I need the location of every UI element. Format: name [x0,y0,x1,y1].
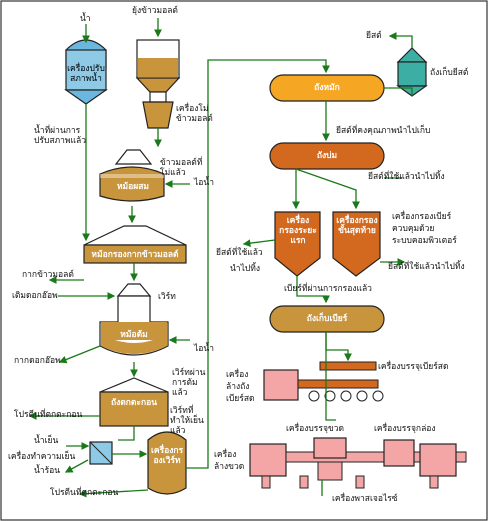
label-keg-washer-2: ล้างถัง [226,382,250,392]
label-quality-yeast: ยีสต์ที่คงคุณภาพนำไปเก็บ [336,126,431,136]
label-used-yeast-3: ยีสต์ที่ใช้แล้วนำไปทิ้ง [388,262,465,272]
label-fermenter: ถังหมัก [314,83,340,93]
label-used-yeast-2b: นำไปทิ้ง [230,264,261,274]
label-sediment-tank: ถังตกตะกอน [110,398,158,408]
label-malt-silo: ยุ้งข้าวมอลต์ [132,6,178,16]
label-spent-grain: กากข้าวมอลต์ [22,270,74,280]
label-cold-water: น้ำเย็น [34,436,59,446]
label-water-treatment: เครื่องปรับสภาพน้ำ [67,64,105,84]
wort-filter [147,431,187,495]
lauter-tun [83,225,187,264]
beer-storage-tank [269,305,385,333]
label-beer-storage: ถังเก็บเบียร์ [306,314,348,324]
water-treatment-tank [64,39,108,105]
label-milled-malt: ข้าวมอลต์ที่โม่แล้ว [160,158,203,178]
label-keg-filler: เครื่องบรรจุเบียร์สด [378,362,449,372]
bottling-line [249,437,467,489]
sediment-tank [99,377,169,427]
label-spent-hops: กากดอกฮ๊อพ [14,356,61,366]
label-water: น้ำ [80,14,91,24]
label-lauter-tun: หม้อกรองกากข้าวมอลต์ [91,250,179,260]
maturation-tank [269,142,385,170]
label-final-filter-note-3: ระบบคอมพิวเตอร์ [392,236,457,246]
label-bottle-washer-2: ล้างขวด [214,462,245,472]
label-mash-tun: หม้อผสม [116,182,150,192]
label-treated-water: น้ำที่ผ่านการปรับสภาพแล้ว [34,126,86,146]
label-steam-1: ไอน้ำ [194,178,214,188]
label-final-filter-note-2: ควบคุมด้วย [392,224,435,234]
label-protein-sediment-1: โปรตีนที่ตกตะกอน [14,410,83,420]
label-wort-kettle: หม้อต้ม [120,330,148,340]
label-final-filter-note-1: เครื่องกรองเบียร์ [392,212,452,222]
label-keg-washer-3: เบียร์สด [226,394,255,404]
label-yeast-tank: ถังเก็บยีสต์ [430,68,469,78]
label-pasteurizer: เครื่องพาสเจอไรซ์ [332,494,398,504]
label-filtered-beer: เบียร์ที่ผ่านการกรองแล้ว [284,284,372,294]
label-add-hops: เติมดอกฮ๊อพ [12,291,58,301]
label-malt-mill: เครื่องโม่ข้าวมอลต์ [176,104,213,124]
mash-tun [99,149,165,202]
fine-filter-unit [332,211,381,277]
label-yeast: ยีสต์ [366,31,382,41]
label-coarse-filter: เครื่องกรองระยะแรก [279,216,317,246]
wort-cooler [89,441,113,465]
label-wort-filter: เครื่องกรองเวิร์ท [150,446,184,466]
label-wort-cooler: เครื่องทำความเย็น [8,452,76,462]
label-fine-filter: เครื่องกรองขั้นสุดท้าย [336,216,378,236]
label-steam-2: ไอน้ำ [194,344,214,354]
coarse-filter-unit [274,211,321,277]
flow-lines [28,18,413,498]
malt-silo [135,39,181,129]
label-bottle-filler: เครื่องบรรจุขวด [286,424,345,434]
label-maturation-tank: ถังบ่ม [316,151,338,161]
label-bottle-washer-1: เครื่อง [214,450,237,460]
label-keg-washer-1: เครื่อง [226,370,249,380]
label-used-yeast-2a: ยีสต์ที่ใช้แล้ว [216,248,263,258]
label-used-yeast-1: ยีสต์ที่ใช้แล้วนำไปทิ้ง [368,172,445,182]
label-boiled-wort: เวิร์ทผ่านการต้มแล้ว [172,368,206,398]
label-hot-water: น้ำร้อน [34,466,61,476]
label-can-filler: เครื่องบรรจุกล่อง [374,424,436,434]
keg-line [263,361,384,402]
label-cooled-wort: เวิร์ทที่ทำให้เย็นแล้ว [170,406,204,436]
label-wort: เวิร์ท [158,292,176,302]
label-protein-sediment-2: โปรตีนที่ตกตะกอน [50,488,119,498]
